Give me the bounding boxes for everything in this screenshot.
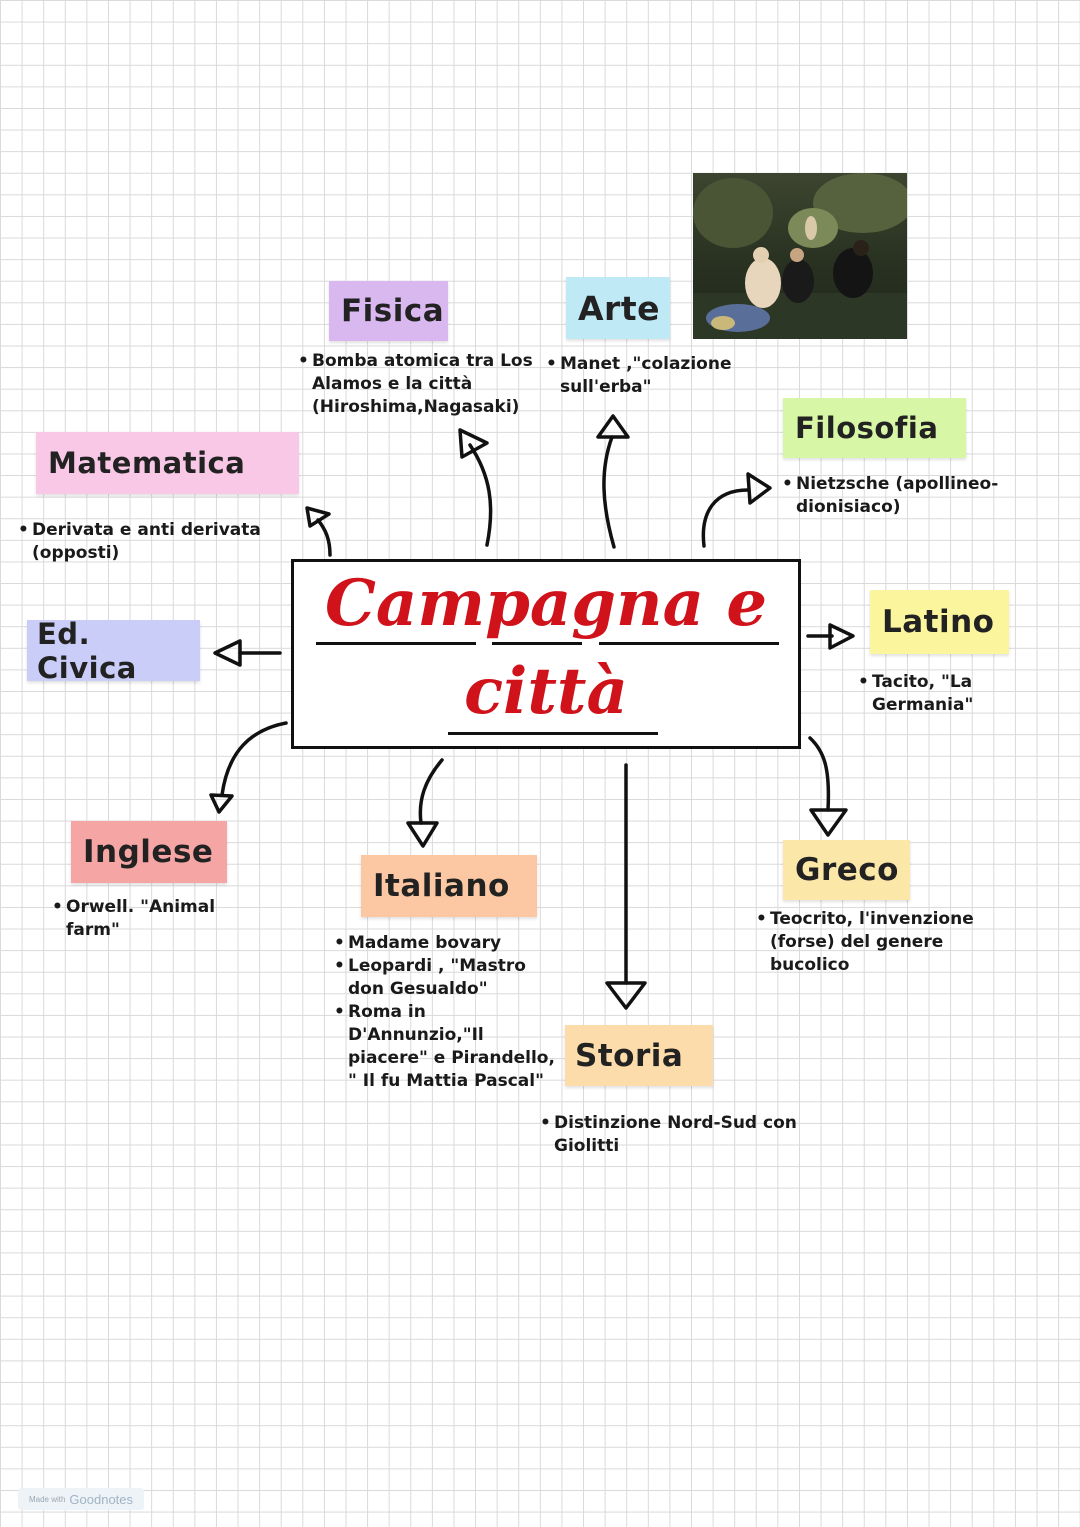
arrowhead-inglese: [209, 793, 234, 814]
goodnotes-watermark: Made with Goodnotes: [18, 1488, 144, 1510]
note-filosofia-1: Nietzsche (apollineo-dionisiaco): [782, 473, 1012, 519]
note-italiano-1: Madame bovary: [334, 932, 562, 955]
note-italiano-2: Leopardi , "Mastro don Gesualdo": [334, 955, 562, 1001]
central-topic-box: Campagna e città: [291, 559, 801, 749]
arrow-to-filosofia: [701, 488, 750, 548]
title-underline-3: [599, 642, 779, 645]
label-filosofia: Filosofia: [783, 398, 966, 458]
label-fisica: Fisica: [329, 281, 448, 341]
note-italiano-3: Roma in D'Annunzio,"Il piacere" e Pirand…: [334, 1001, 562, 1093]
notes-arte: Manet ,"colazione sull'erba": [546, 353, 736, 399]
arrowhead-arte: [596, 414, 630, 439]
painting-colazione-sullerba: [693, 173, 907, 339]
note-storia-1: Distinzione Nord-Sud con Giolitti: [540, 1112, 820, 1158]
label-greco: Greco: [783, 840, 910, 900]
arrow-to-greco: [808, 736, 831, 812]
notes-storia: Distinzione Nord-Sud con Giolitti: [540, 1112, 820, 1158]
note-arte-1: Manet ,"colazione sull'erba": [546, 353, 736, 399]
central-title-line1: Campagna e: [324, 566, 768, 641]
arrowhead-greco: [809, 808, 848, 837]
notes-greco: Teocrito, l'invenzione (forse) del gener…: [756, 908, 996, 977]
notes-matematica: Derivata e anti derivata (opposti): [18, 519, 288, 565]
label-italiano: Italiano: [361, 855, 537, 917]
label-arte: Arte: [566, 277, 670, 339]
title-underline-4: [448, 732, 658, 735]
arrowhead-edcivica: [213, 639, 242, 667]
title-underline-2: [492, 642, 582, 645]
central-title-line2: città: [464, 654, 628, 729]
arrow-to-italiano: [418, 758, 444, 825]
note-greco-1: Teocrito, l'invenzione (forse) del gener…: [756, 908, 996, 977]
arrow-to-fisica: [468, 443, 493, 547]
arrow-to-arte: [602, 435, 616, 549]
watermark-brand: Goodnotes: [69, 1491, 134, 1507]
arrowhead-storia: [605, 981, 647, 1010]
notes-filosofia: Nietzsche (apollineo-dionisiaco): [782, 473, 1012, 519]
label-matematica: Matematica: [36, 432, 299, 494]
arrowhead-italiano: [406, 821, 439, 848]
note-latino-1: Tacito, "La Germania": [858, 671, 1008, 717]
notes-inglese: Orwell. "Animal farm": [52, 896, 242, 942]
title-underline-1: [316, 642, 476, 645]
label-storia: Storia: [565, 1025, 713, 1086]
label-latino: Latino: [870, 590, 1009, 654]
arrowhead-matematica: [305, 506, 331, 528]
notes-italiano: Madame bovary Leopardi , "Mastro don Ges…: [334, 932, 562, 1093]
note-matematica-1: Derivata e anti derivata (opposti): [18, 519, 288, 565]
arrowhead-latino: [828, 623, 855, 650]
note-fisica-1: Bomba atomica tra Los Alamos e la città …: [298, 350, 553, 419]
label-inglese: Inglese: [71, 821, 227, 883]
note-inglese-1: Orwell. "Animal farm": [52, 896, 242, 942]
watermark-made-with: Made with: [28, 1494, 66, 1504]
label-edcivica: Ed. Civica: [27, 617, 200, 685]
arrowhead-filosofia: [746, 472, 772, 505]
arrow-to-matematica: [316, 518, 332, 557]
arrow-to-inglese: [220, 721, 288, 797]
arrowhead-fisica: [458, 428, 489, 459]
notes-latino: Tacito, "La Germania": [858, 671, 1008, 717]
notes-fisica: Bomba atomica tra Los Alamos e la città …: [298, 350, 553, 419]
